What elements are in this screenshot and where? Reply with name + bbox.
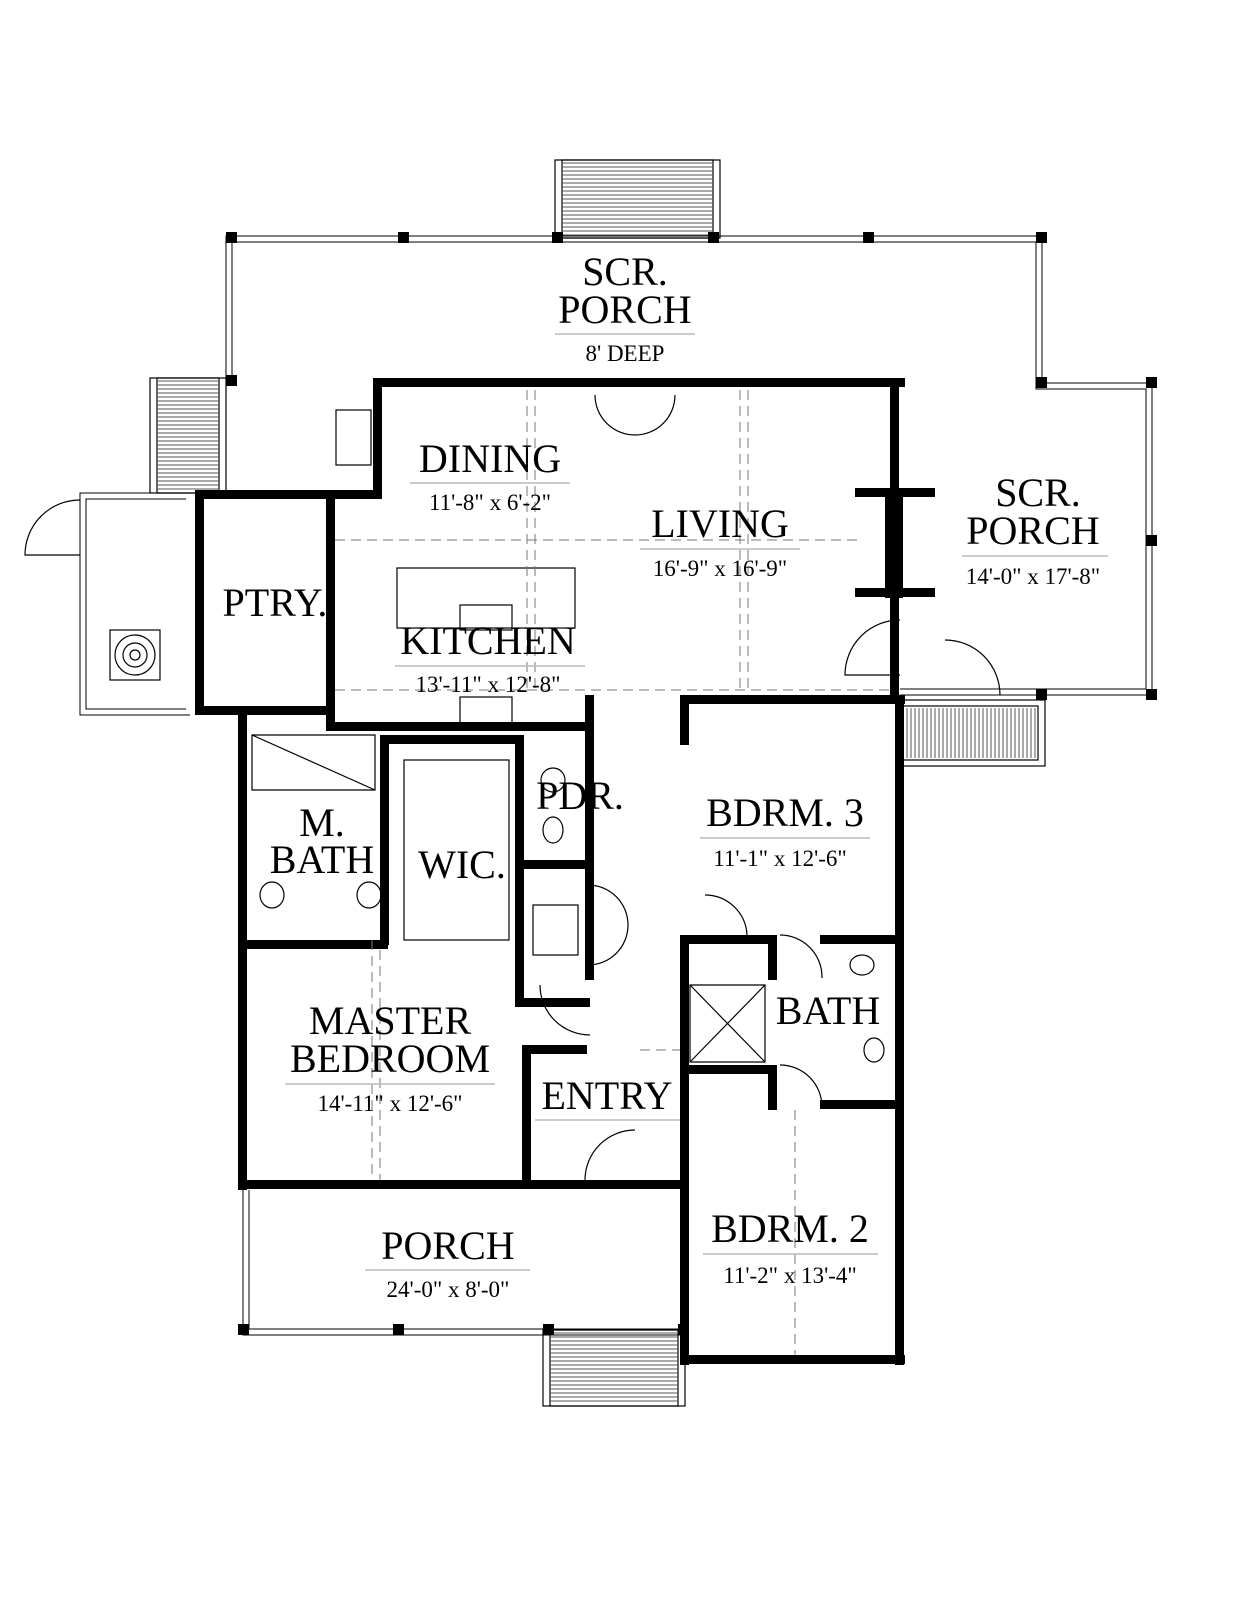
room-label-master-bath: M. BATH bbox=[270, 800, 374, 882]
room-name-line2: PORCH bbox=[966, 508, 1099, 553]
room-name: BATH bbox=[776, 988, 880, 1033]
room-name: LIVING bbox=[651, 501, 789, 546]
room-name: BDRM. 3 bbox=[706, 790, 864, 835]
room-dimension: 24'-0" x 8'-0" bbox=[387, 1277, 510, 1302]
room-name-line2: BEDROOM bbox=[290, 1036, 490, 1081]
room-name: PTRY. bbox=[223, 580, 328, 625]
room-label-powder: PDR. bbox=[536, 773, 624, 818]
room-dimension: 16'-9" x 16'-9" bbox=[653, 556, 787, 581]
stairs-top bbox=[554, 159, 721, 239]
room-name-line1: SCR. bbox=[582, 249, 668, 294]
side-deck bbox=[24, 492, 190, 716]
room-dimension: 11'-8" x 6'-2" bbox=[429, 490, 551, 515]
walls bbox=[195, 378, 935, 1365]
room-label-master-bedroom: MASTER BEDROOM 14'-11" x 12'-6" bbox=[285, 998, 495, 1116]
room-name: ENTRY bbox=[541, 1073, 672, 1118]
room-label-bdrm3: BDRM. 3 11'-1" x 12'-6" bbox=[700, 790, 870, 871]
room-label-porch: PORCH 24'-0" x 8'-0" bbox=[365, 1223, 530, 1302]
room-name: KITCHEN bbox=[400, 618, 576, 663]
room-label-pantry: PTRY. bbox=[223, 580, 328, 625]
room-name: WIC. bbox=[418, 842, 506, 887]
room-name-line1: SCR. bbox=[995, 470, 1081, 515]
room-label-entry: ENTRY bbox=[535, 1073, 680, 1121]
room-dimension: 11'-1" x 12'-6" bbox=[713, 846, 847, 871]
room-dimension: 14'-0" x 17'-8" bbox=[966, 564, 1100, 589]
room-name-line2: BATH bbox=[270, 837, 374, 882]
ceiling-lines bbox=[335, 390, 890, 1355]
room-label-wic: WIC. bbox=[418, 842, 506, 887]
room-label-scr-porch-right: SCR. PORCH 14'-0" x 17'-8" bbox=[962, 470, 1108, 589]
room-label-scr-porch-top: SCR. PORCH 8' DEEP bbox=[555, 249, 695, 366]
room-name: PORCH bbox=[381, 1223, 514, 1268]
room-name-line2: PORCH bbox=[558, 287, 691, 332]
room-dimension: 13'-11" x 12'-8" bbox=[415, 672, 560, 697]
room-name: DINING bbox=[419, 436, 561, 481]
room-label-bdrm2: BDRM. 2 11'-2" x 13'-4" bbox=[703, 1206, 878, 1288]
room-dimension: 11'-2" x 13'-4" bbox=[723, 1263, 857, 1288]
stairs-bottom bbox=[542, 1329, 686, 1407]
room-dimension: 14'-11" x 12'-6" bbox=[317, 1091, 462, 1116]
room-name-line1: M. bbox=[299, 800, 345, 845]
stairs-right bbox=[899, 699, 1046, 767]
room-label-bath: BATH bbox=[776, 988, 880, 1033]
room-label-living: LIVING 16'-9" x 16'-9" bbox=[640, 501, 800, 581]
room-label-kitchen: KITCHEN 13'-11" x 12'-8" bbox=[395, 618, 585, 697]
room-dimension: 8' DEEP bbox=[586, 341, 665, 366]
stairs-left bbox=[149, 377, 227, 494]
room-name-line1: MASTER bbox=[309, 998, 472, 1043]
fixtures bbox=[251, 394, 1001, 1181]
room-name: PDR. bbox=[536, 773, 624, 818]
porch-posts bbox=[226, 232, 1157, 1335]
room-name: BDRM. 2 bbox=[711, 1206, 869, 1251]
room-label-dining: DINING 11'-8" x 6'-2" bbox=[410, 436, 570, 515]
